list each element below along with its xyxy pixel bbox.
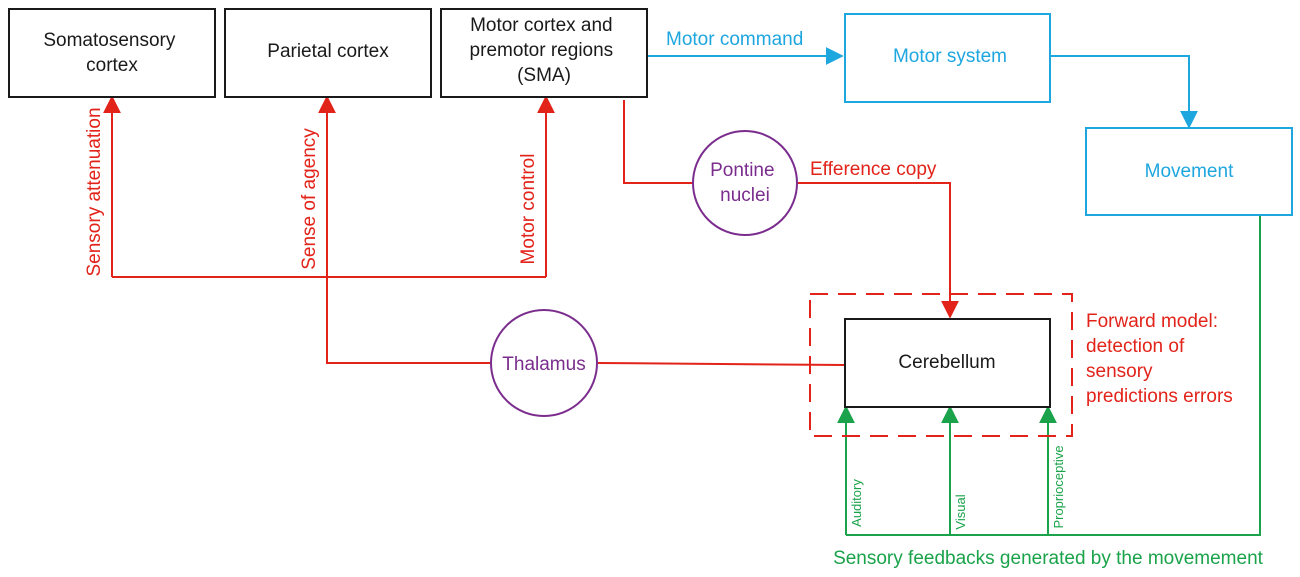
svg-text:Motor cortex and premoto: Motor cortex and premotor regions (SMA)	[470, 15, 619, 86]
cerebellum-label: Cerebellum	[898, 352, 995, 373]
motor-cortex-label-line-1: Motor cortex and	[470, 15, 613, 36]
somatosensory-cortex-node: Somatosensory cortex	[8, 8, 216, 98]
motor-system-label: Motor system	[893, 46, 1007, 67]
cortex-feedback-connector	[103, 95, 846, 366]
pontine-label-line-2: nuclei	[720, 185, 770, 206]
parietal-label: Parietal cortex	[267, 41, 389, 62]
motor-control-label: Motor control	[518, 154, 539, 265]
somatosensory-label-line-2: cortex	[86, 55, 138, 76]
svg-text:Movement: Movement	[1145, 161, 1234, 182]
forward-model-dashed-box	[809, 293, 1073, 437]
sense-of-agency-label: Sense of agency	[299, 128, 320, 270]
thalamus-label: Thalamus	[502, 354, 585, 375]
visual-label: Visual	[953, 494, 968, 529]
motor-system-node: Motor system	[844, 13, 1051, 103]
motor-command-connector	[648, 47, 1198, 129]
motor-cortex-label-line-2: premotor regions	[470, 40, 614, 61]
svg-text:Somatosensory cortex: Somatosensory cortex	[43, 30, 180, 76]
motor-cortex-label-line-3: (SMA)	[517, 65, 571, 86]
proprioceptive-label: Proprioceptive	[1051, 445, 1066, 528]
forward-model-line-4: predictions errors	[1086, 386, 1233, 407]
parietal-cortex-node: Parietal cortex	[224, 8, 432, 98]
motor-command-label: Motor command	[666, 29, 803, 50]
forward-model-line-2: detection of	[1086, 336, 1185, 357]
auditory-label: Auditory	[849, 479, 864, 527]
cerebellum-node: Cerebellum	[844, 318, 1051, 408]
sensory-attenuation-label: Sensory attenuation	[84, 107, 105, 276]
svg-text:Thalamus: Thalamus	[502, 354, 585, 375]
svg-text:Motor system: Motor system	[893, 46, 1007, 67]
forward-model-line-3: sensory	[1086, 361, 1153, 382]
movement-node: Movement	[1085, 127, 1293, 216]
svg-text:Pontine nuclei: Pontine nuclei	[710, 160, 780, 206]
sensory-feedback-connector	[837, 215, 1261, 536]
svg-text:Cerebellum: Cerebellum	[898, 352, 995, 373]
efference-copy-label: Efference copy	[810, 159, 937, 180]
efference-copy-connector	[623, 100, 959, 319]
somatosensory-label-line-1: Somatosensory	[43, 30, 176, 51]
pontine-label-line-1: Pontine	[710, 160, 774, 181]
sensory-feedbacks-label: Sensory feedbacks generated by the movem…	[833, 548, 1264, 569]
forward-model-line-1: Forward model:	[1086, 311, 1218, 332]
motor-cortex-node: Motor cortex and premotor regions (SMA)	[440, 8, 648, 98]
movement-label: Movement	[1145, 161, 1234, 182]
thalamus-node: Thalamus	[490, 309, 598, 417]
pontine-nuclei-node: Pontine nuclei	[692, 130, 798, 236]
svg-text:Parietal cortex: Parietal cortex	[267, 41, 389, 62]
forward-model-annotation: Forward model: detection of sensory pred…	[1086, 311, 1233, 407]
